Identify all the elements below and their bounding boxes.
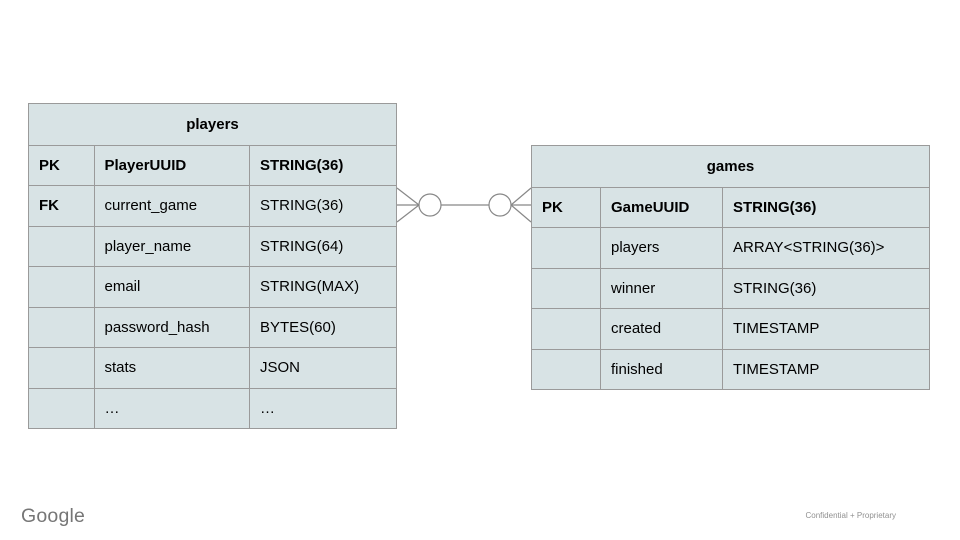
games-row-name: players	[600, 228, 722, 268]
games-row-name: winner	[600, 268, 722, 308]
games-row-type: STRING(36)	[722, 268, 929, 308]
players-pk-name: PlayerUUID	[93, 145, 250, 185]
games-row-type: TIMESTAMP	[722, 349, 929, 389]
players-fk-name: current_game	[93, 186, 250, 226]
crows-foot-many-left-icon	[396, 187, 420, 223]
players-row-key	[29, 348, 94, 388]
players-row-type: JSON	[249, 348, 396, 388]
games-row-key	[532, 269, 600, 309]
games-table: games PK GameUUID STRING(36) players ARR…	[531, 145, 930, 390]
games-row-name: finished	[600, 349, 722, 389]
games-pk-key: PK	[542, 198, 563, 216]
players-row-name: password_hash	[93, 307, 250, 347]
players-row-type: …	[249, 388, 396, 428]
games-row-key	[532, 350, 600, 390]
players-row-name: email	[93, 267, 250, 307]
google-logo: Google	[21, 505, 86, 527]
games-table-title: games	[706, 157, 755, 175]
table-row: email STRING(MAX)	[29, 266, 396, 307]
zero-cardinality-circle-right-icon	[488, 193, 512, 217]
table-row: PK PlayerUUID STRING(36)	[29, 144, 396, 185]
table-row: password_hash BYTES(60)	[29, 306, 396, 348]
games-row-key	[532, 309, 600, 349]
players-row-key	[29, 227, 94, 267]
table-row: player_name STRING(64)	[29, 225, 396, 267]
players-pk-type: STRING(36)	[249, 145, 396, 185]
players-row-key	[29, 267, 94, 307]
games-row-name: created	[600, 309, 722, 349]
table-row: players ARRAY<STRING(36)>	[532, 227, 929, 268]
games-row-type: TIMESTAMP	[722, 309, 929, 349]
games-row-type: ARRAY<STRING(36)>	[722, 228, 929, 268]
players-row-name: stats	[93, 348, 250, 388]
players-table-title: players	[186, 115, 239, 133]
table-row: PK GameUUID STRING(36)	[532, 186, 929, 227]
players-row-key	[29, 308, 94, 348]
table-row: winner STRING(36)	[532, 267, 929, 309]
table-row: finished TIMESTAMP	[532, 348, 929, 390]
table-row: FK current_game STRING(36)	[29, 185, 396, 226]
players-row-type: BYTES(60)	[249, 307, 396, 347]
players-pk-key: PK	[39, 156, 60, 174]
players-row-type: STRING(MAX)	[249, 267, 396, 307]
players-row-type: STRING(64)	[249, 226, 396, 266]
crows-foot-many-right-icon	[510, 187, 532, 223]
players-row-name: …	[93, 388, 250, 428]
games-row-key	[532, 228, 600, 268]
confidential-note: Confidential + Proprietary	[805, 511, 897, 520]
players-row-key	[29, 389, 94, 429]
players-row-name: player_name	[93, 226, 250, 266]
table-row: … …	[29, 387, 396, 429]
table-row: stats JSON	[29, 347, 396, 388]
players-table: players PK PlayerUUID STRING(36) FK curr…	[28, 103, 397, 429]
games-pk-name: GameUUID	[600, 187, 722, 227]
players-fk-type: STRING(36)	[249, 186, 396, 226]
zero-cardinality-circle-left-icon	[418, 193, 442, 217]
table-row: created TIMESTAMP	[532, 308, 929, 349]
players-fk-key: FK	[39, 197, 59, 215]
games-pk-type: STRING(36)	[722, 187, 929, 227]
